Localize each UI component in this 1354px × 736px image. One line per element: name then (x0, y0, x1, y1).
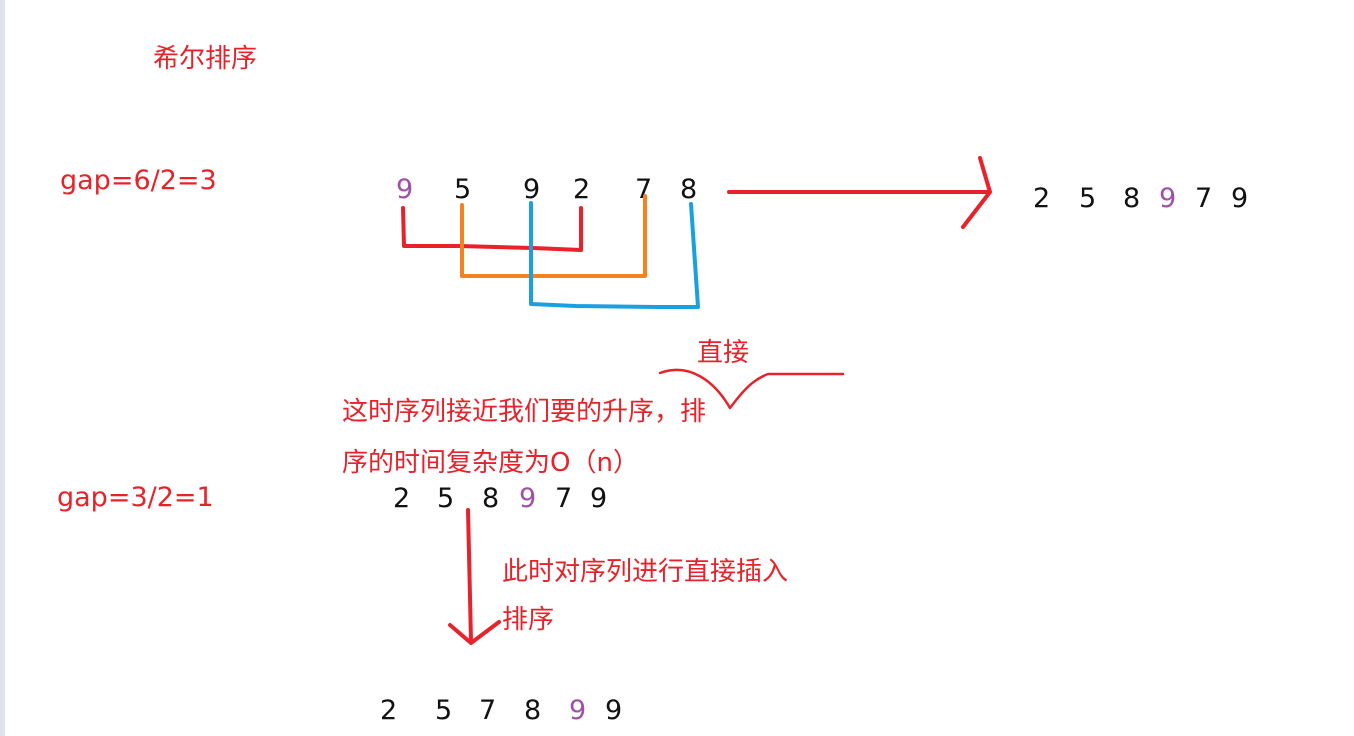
result-number: 8 (1123, 183, 1141, 214)
result-number: 9 (1159, 183, 1177, 214)
result-number: 7 (1195, 183, 1213, 214)
initial-number: 8 (680, 174, 698, 205)
group-bracket-blue (529, 201, 700, 309)
input-number: 2 (393, 483, 411, 514)
note-direct: 直接 (697, 338, 750, 368)
result-number: 2 (1033, 183, 1051, 214)
final-number: 9 (605, 695, 623, 726)
gap-label-first: gap=6/2=3 (60, 165, 217, 196)
input-number: 5 (437, 483, 455, 514)
group-bracket-orange (460, 194, 647, 278)
page-title: 希尔排序 (153, 44, 258, 74)
group-bracket-red (401, 206, 583, 252)
input-number: 9 (590, 483, 608, 514)
input-number: 7 (555, 483, 573, 514)
window-edge (0, 0, 5, 736)
input-number: 9 (519, 483, 537, 514)
initial-number: 5 (454, 174, 472, 205)
result-number: 5 (1079, 183, 1097, 214)
initial-number: 9 (523, 174, 541, 205)
insert-caret-mark (658, 368, 845, 410)
gap-label-second: gap=3/2=1 (57, 482, 214, 513)
final-number: 2 (380, 695, 398, 726)
initial-number: 2 (573, 174, 591, 205)
final-number: 9 (569, 695, 587, 726)
final-number: 8 (524, 695, 542, 726)
insert-note-line-1: 此时对序列进行直接插入 (502, 557, 789, 587)
result-number: 9 (1231, 183, 1249, 214)
down-arrow (448, 508, 501, 645)
input-number: 8 (482, 483, 500, 514)
initial-number: 9 (396, 174, 414, 205)
initial-number: 7 (635, 174, 653, 205)
note-line-2: 序的时间复杂度为O（n） (342, 448, 639, 478)
insert-note-line-2: 排序 (502, 605, 555, 635)
right-arrow (727, 156, 992, 229)
final-number: 5 (435, 695, 453, 726)
note-line-1: 这时序列接近我们要的升序，排 (342, 397, 707, 427)
final-number: 7 (479, 695, 497, 726)
